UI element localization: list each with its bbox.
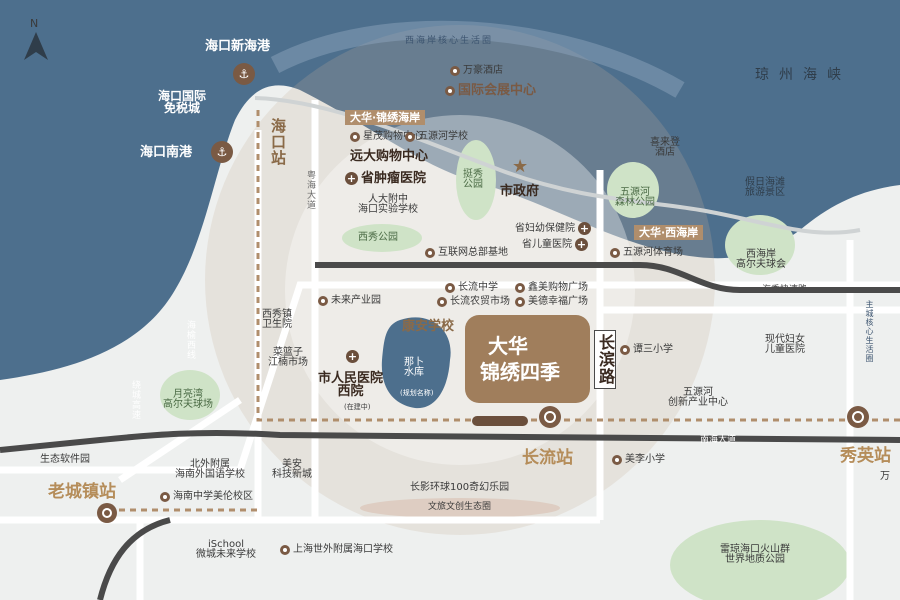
poi-wuyuanhe-school: 五源河学校 [405, 132, 468, 142]
xixiu-health-label: 西秀镇 卫生院 [262, 309, 292, 330]
train-icon [472, 416, 528, 426]
tag-jinxiu-haian: 大华·锦绣海岸 [345, 110, 426, 125]
park-yueliang [160, 370, 220, 420]
duty-free-label: 海口国际 免税城 [158, 89, 207, 115]
laochengzhen-label: 老城镇站 [48, 482, 116, 502]
poi-haizhong: 海南中学美伦校区 [160, 492, 253, 502]
poi-changliu-middle: 长流中学 [445, 283, 498, 293]
poi-xingmao: 星茂购物中心 [350, 132, 423, 142]
haikou-station-label: 海口站 [269, 118, 287, 166]
modern-hospital-label: 现代妇女 儿童医院 [765, 334, 805, 355]
poi-internet: 互联网总部基地 [425, 248, 508, 258]
svg-text:⚓: ⚓ [217, 145, 228, 159]
station-icon-laocheng [97, 503, 117, 523]
sea-label: 琼州海峡 [755, 67, 851, 83]
poi-meili: 美李小学 [612, 455, 665, 465]
project-name-1: 大华 [488, 334, 528, 358]
compass-n: N [30, 17, 39, 30]
haiyu-road-label: 海榆西线 [185, 320, 195, 360]
hospital-plus-icon: + [346, 350, 359, 363]
expressways [0, 262, 900, 600]
changliu-station-label: 长流站 [522, 448, 573, 468]
yuehai-avenue-label: 粤海大道 [305, 170, 315, 210]
west-hospital-label: 市人民医院 西院 [318, 371, 384, 399]
poi-renda: 人大附中 海口实验学校 [358, 194, 418, 215]
changying-label: 长影环球100奇幻乐园 [410, 482, 510, 493]
ischool-label: iSchool 微城未来学校 [196, 539, 256, 560]
new-port-label: 海口新海港 [205, 39, 271, 54]
poi-convention: 国际会展中心 [445, 84, 536, 97]
poi-tumor-hospital: +省肿瘤医院 [345, 171, 427, 186]
poi-shanghai-school: 上海世外附属海口学校 [280, 545, 393, 555]
rail-lines [108, 110, 900, 512]
xiuying-station-label: 秀英站 [840, 446, 891, 466]
lake-label: 那卜 水库 [404, 357, 424, 378]
coastal-arc [270, 20, 685, 98]
svg-text:⚓: ⚓ [239, 67, 250, 81]
poi-yuanda: 远大购物中心 [350, 149, 429, 164]
poi-tansan: 谭三小学 [620, 345, 673, 355]
tag-xihaian: 大华·西海岸 [634, 225, 704, 240]
leiqiong-label: 雷琼海口火山群 世界地质公园 [720, 544, 790, 565]
haixiu-expressway-label: 海秀快速路 [762, 285, 808, 295]
park-xixiu [342, 224, 422, 252]
project-block [465, 315, 590, 403]
beiwai-label: 北外附属 海南外国语学校 [175, 459, 245, 480]
forest-park-label: 五源河 森林公园 [615, 187, 655, 208]
beach-label: 假日海滩 旅游景区 [745, 177, 785, 198]
park-leiqiong [670, 520, 850, 600]
poi-meide: 美德幸福广场 [515, 297, 588, 307]
station-icon-xiuying [847, 406, 869, 428]
innovation-label: 五源河 创新产业中心 [668, 387, 728, 408]
star-icon: ★ [512, 156, 529, 177]
poi-stadium: 五源河体育场 [610, 248, 683, 258]
west-hospital-note: (在建中) [344, 403, 371, 411]
main-circle-label: 主城核心生活圈 [865, 300, 874, 363]
port-icon: ⚓ [233, 63, 255, 85]
poi-children: 省儿童医院+ [522, 238, 588, 251]
south-port-label: 海口南港 [140, 145, 193, 160]
ring-expressway-label: 绕城高速 [130, 380, 140, 420]
lake-note: (规划名称) [400, 389, 434, 397]
core-circle [205, 25, 715, 535]
poi-maternal: 省妇幼保健院+ [515, 222, 591, 235]
north-arrow-icon [24, 32, 48, 60]
city-gov-label: 市政府 [500, 184, 540, 199]
culture-circle-label: 文旅文创生态圈 [428, 502, 492, 512]
park-golf [725, 215, 795, 275]
park-tingxiu [456, 140, 496, 220]
poi-icon [450, 66, 460, 76]
poi-xilaideng: 喜来登 酒店 [650, 137, 680, 158]
kangan-school-label: 康安学校 [402, 319, 455, 334]
yueliang-golf-label: 月亮湾 高尔夫球场 [163, 389, 213, 410]
golf-label: 西海岸 高尔夫球会 [736, 249, 786, 270]
meian-label: 美安 科技新城 [272, 459, 312, 480]
poi-weilai: 未来产业园 [318, 296, 381, 306]
eco-software-label: 生态软件园 [40, 454, 90, 465]
poi-changliu-market: 长流农贸市场 [437, 297, 510, 307]
wan-cut-label: 万 [880, 471, 890, 482]
culture-circle [360, 498, 560, 518]
station-icon [539, 406, 561, 428]
changbin-road-label: 长滨路 [594, 330, 616, 389]
park-tingxiu-label: 挺秀 公园 [463, 169, 483, 190]
poi-wanxin: 万豪酒店 [450, 66, 503, 76]
lake-nabu [381, 317, 451, 409]
poi-xinmei: 鑫美购物广场 [515, 283, 588, 293]
caihuazi-label: 菜篮子 江楠市场 [268, 347, 308, 368]
nanhai-avenue-label: 南海大道 [700, 435, 737, 445]
park-xixiu-label: 西秀公园 [358, 232, 398, 243]
project-name-2: 锦绣四季 [480, 360, 560, 384]
port-icon-south: ⚓ [211, 141, 233, 163]
land-right [840, 200, 900, 600]
corridor-label: 西海岸核心生活圈 [405, 36, 494, 46]
